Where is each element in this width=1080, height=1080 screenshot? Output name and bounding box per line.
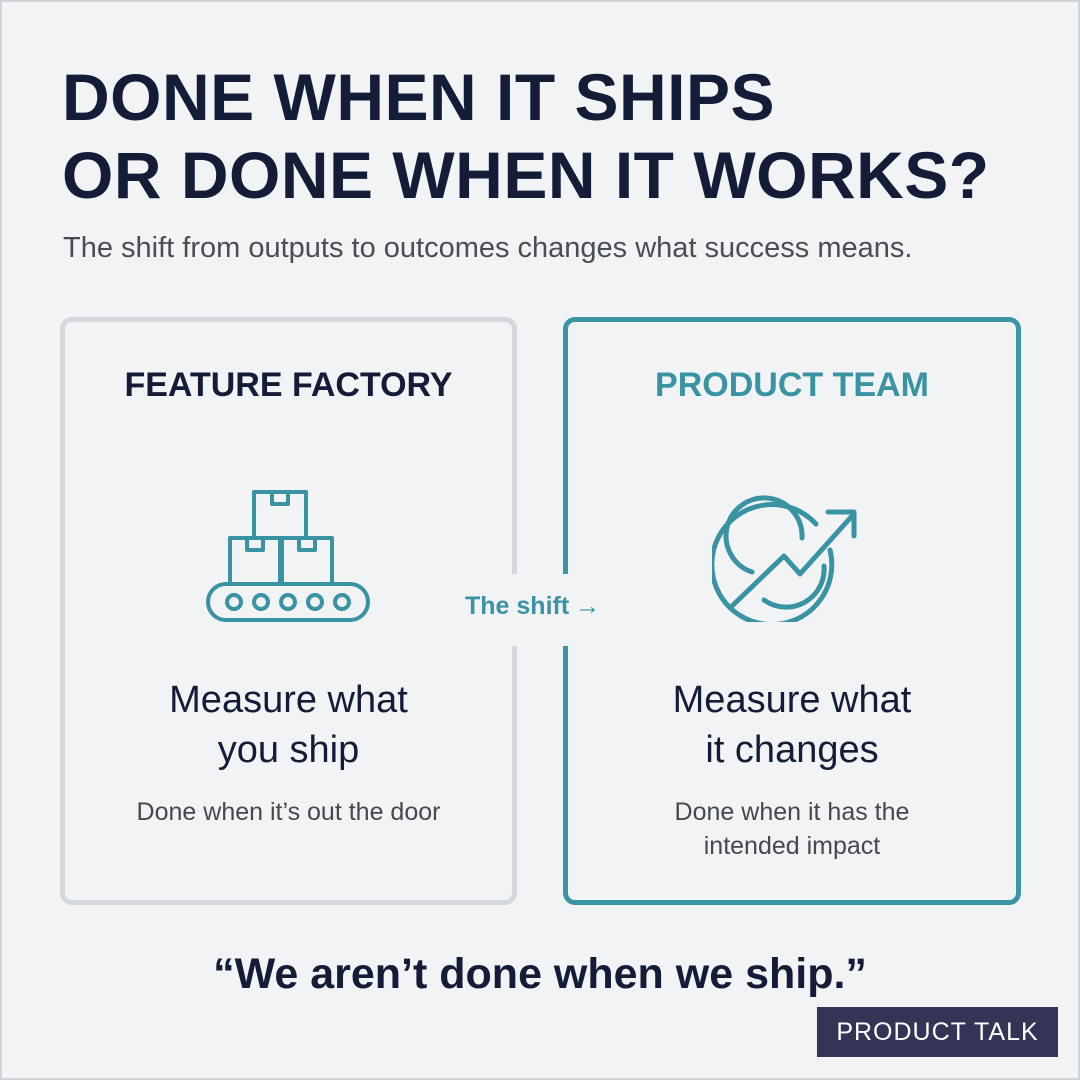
card-main-line: Measure what <box>169 679 408 721</box>
title-line-2: OR DONE WHEN IT WORKS? <box>62 138 990 212</box>
brand-label: PRODUCT TALK <box>836 1017 1039 1046</box>
quote: “We aren’t done when we ship.” <box>213 950 867 998</box>
shift-text: The shift <box>465 592 570 620</box>
right-arrow-icon: → <box>575 592 601 620</box>
card-main-text: Measure what it changes <box>568 675 1016 775</box>
card-sub-text: Done when it has the intended impact <box>568 795 1016 863</box>
product-team-card: PRODUCT TEAM Measure what it changes Don… <box>560 317 1021 905</box>
card-sub-line: Done when it has the <box>674 798 910 826</box>
card-sub-line: intended impact <box>703 832 881 860</box>
title-line-1: DONE WHEN IT SHIPS <box>62 60 776 134</box>
feature-factory-card: FEATURE FACTORY Measure what you ship Do… <box>60 317 520 905</box>
card-sub-line: Done when it’s out the door <box>136 798 441 826</box>
shift-label: The shift → <box>465 592 600 621</box>
border-gap <box>508 574 520 646</box>
border-gap <box>560 574 572 646</box>
card-heading: FEATURE FACTORY <box>124 366 453 404</box>
card-heading: PRODUCT TEAM <box>655 366 929 404</box>
card-main-line: it changes <box>705 729 879 771</box>
page-title: DONE WHEN IT SHIPS OR DONE WHEN IT WORKS… <box>62 58 1062 214</box>
conveyor-belt-boxes-icon <box>205 490 370 622</box>
brand-badge: PRODUCT TALK <box>817 1007 1058 1057</box>
card-main-text: Measure what you ship <box>65 675 512 775</box>
card-main-line: you ship <box>217 729 360 771</box>
card-sub-text: Done when it’s out the door <box>65 795 512 829</box>
subtitle: The shift from outputs to outcomes chang… <box>63 232 913 264</box>
card-main-line: Measure what <box>672 679 912 721</box>
target-growth-arrow-icon <box>712 495 857 622</box>
